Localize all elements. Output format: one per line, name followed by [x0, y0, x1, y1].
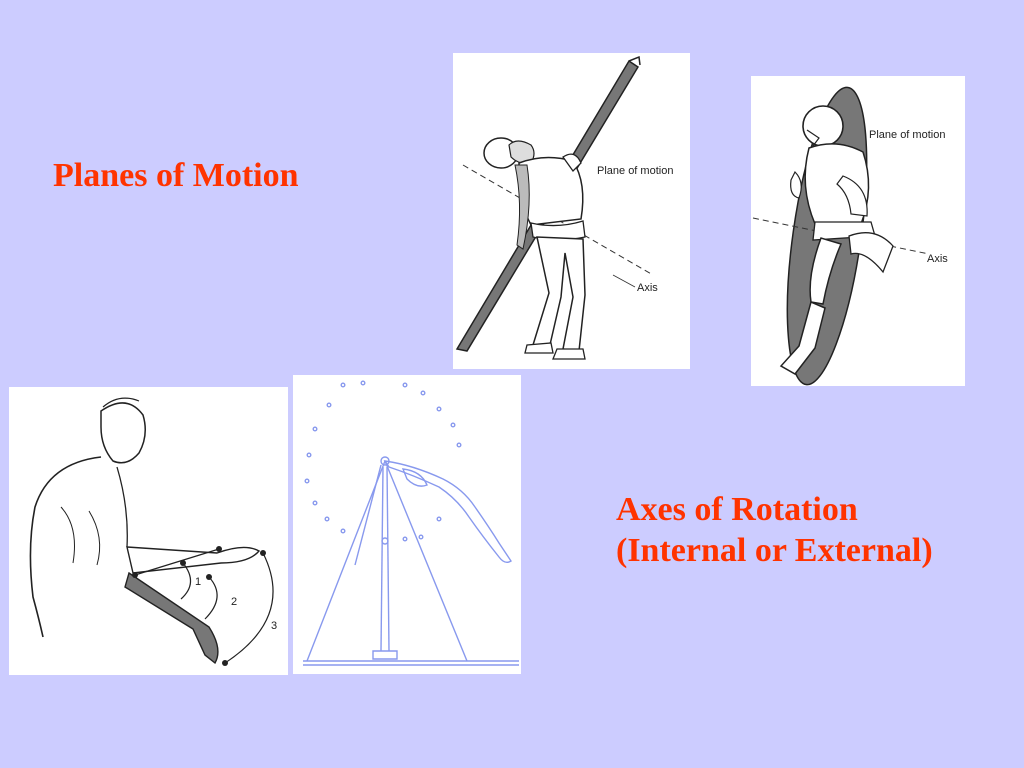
golfer-plane-label: Plane of motion [597, 165, 673, 177]
title-axes-of-rotation: Axes of Rotation (Internal or External) [616, 489, 933, 572]
title-axes-line-1: Axes of Rotation [616, 491, 858, 528]
golfer-axis-label: Axis [637, 282, 658, 294]
kicker-plane-figure: Plane of motion Axis [751, 76, 965, 386]
kicker-axis-label: Axis [927, 253, 948, 265]
kicker-plane-label: Plane of motion [869, 129, 945, 141]
arm-illustration: 1 2 3 [29, 397, 277, 666]
title-planes-of-motion: Planes of Motion [53, 157, 299, 194]
gymnast-illustration [303, 380, 519, 666]
golfer-plane-figure: Plane of motion Axis [453, 53, 690, 369]
golfer-illustration: Plane of motion Axis [455, 55, 673, 360]
kicker-illustration: Plane of motion Axis [752, 86, 948, 386]
gymnast-axis-figure [293, 375, 521, 674]
title-axes-line-2: (Internal or External) [616, 532, 933, 570]
arc-label-3: 3 [271, 620, 277, 632]
arc-label-1: 1 [195, 576, 201, 588]
arm-rotation-figure: 1 2 3 [9, 387, 288, 675]
arc-label-2: 2 [231, 596, 237, 608]
